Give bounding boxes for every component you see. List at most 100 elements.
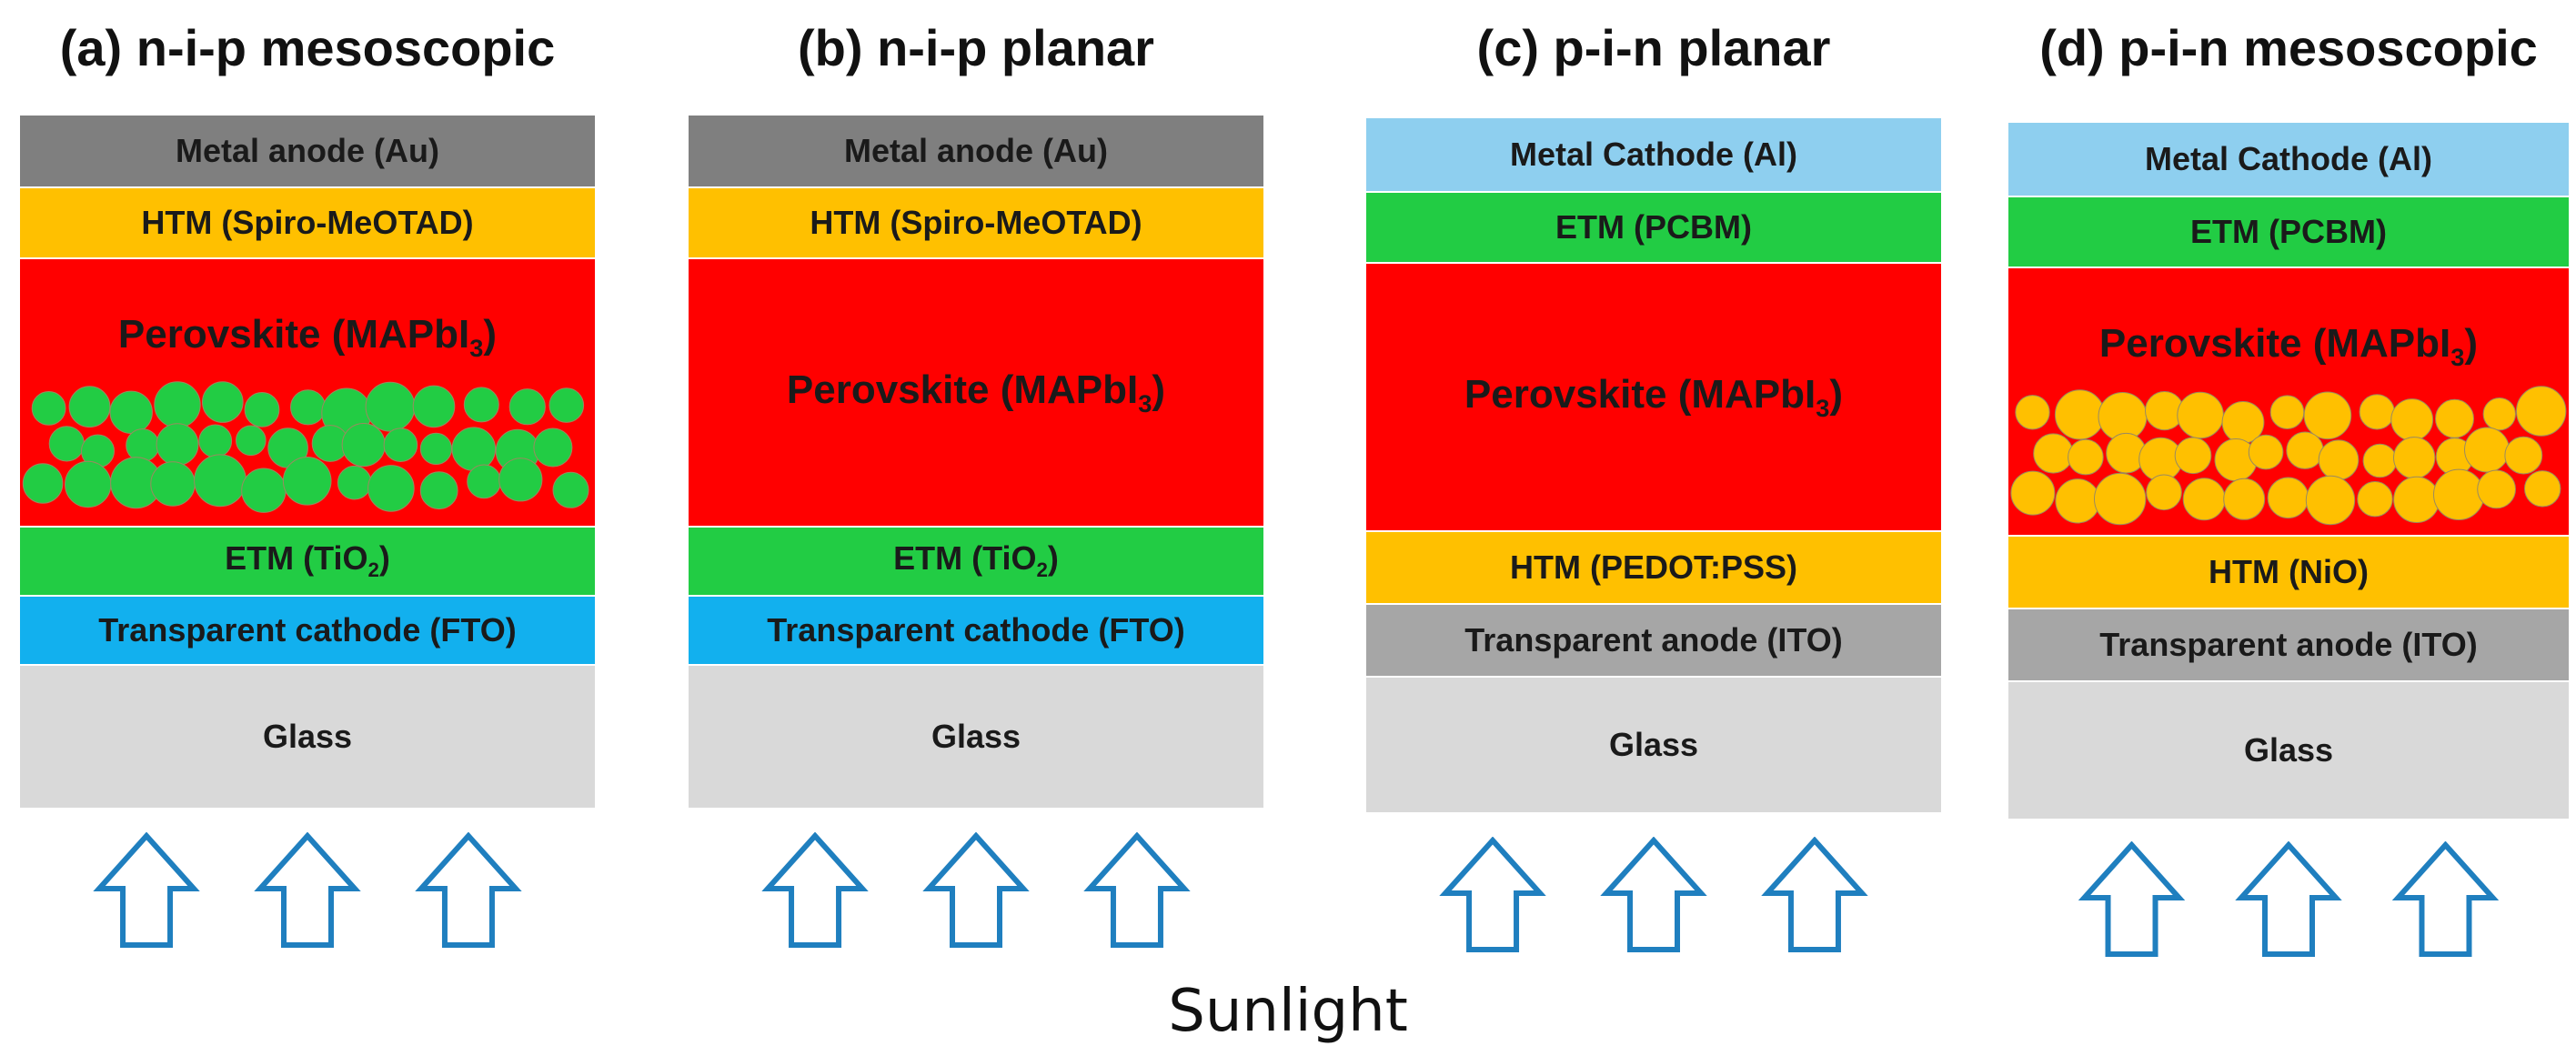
nanoparticle: [498, 458, 543, 502]
nanoparticle: [2393, 476, 2440, 523]
panel-title: (a) n-i-p mesoscopic: [59, 19, 556, 76]
etm-layer: ETM (TiO2): [20, 526, 595, 595]
sunlight-arrows: [761, 832, 1191, 948]
nanoparticle: [419, 432, 452, 466]
nanoparticle: [2393, 437, 2436, 479]
up-arrow-icon: [415, 832, 522, 948]
glass-layer: Glass: [689, 664, 1263, 808]
nanoparticle: [2524, 470, 2561, 508]
nanoparticle: [2010, 470, 2056, 516]
nanoparticle: [2068, 438, 2104, 476]
nanoparticle: [337, 465, 372, 500]
nanoparticle: [2390, 398, 2434, 441]
nanoparticle: [68, 386, 111, 428]
nanoparticle: [31, 391, 66, 426]
sunlight-arrows: [93, 832, 522, 948]
up-arrow-icon: [254, 832, 361, 948]
nanoparticle: [150, 461, 196, 507]
nanoparticle: [412, 385, 456, 428]
nanoparticle: [48, 426, 85, 462]
nanoparticle: [2015, 395, 2050, 430]
metal-anode-layer: Metal anode (Au): [689, 116, 1263, 186]
transparent-anode-layer: Transparent anode (ITO): [2008, 608, 2569, 680]
nanoparticle: [2094, 472, 2147, 526]
nanoparticle: [154, 381, 201, 428]
nanoparticle: [202, 381, 244, 423]
panel-title: (b) n-i-p planar: [798, 19, 1154, 76]
nanoparticle: [2286, 431, 2324, 469]
transparent-cathode-layer: Transparent cathode (FTO): [20, 595, 595, 664]
up-arrow-icon: [761, 832, 869, 948]
nanoparticle: [533, 427, 573, 468]
nanoparticle: [2464, 427, 2510, 473]
up-arrow-icon: [93, 832, 200, 948]
nanoparticle: [198, 424, 233, 458]
nanoparticle: [365, 381, 416, 432]
up-arrow-icon: [1761, 837, 1868, 952]
perovskite-layer: Perovskite (MAPbI3): [20, 257, 595, 526]
nanoparticle: [2269, 395, 2305, 429]
nanoparticle: [2482, 397, 2516, 431]
nanoparticle: [419, 471, 458, 510]
metal-cathode-layer: Metal Cathode (Al): [2008, 123, 2569, 196]
nanoparticle: [2357, 481, 2393, 518]
etm-layer: ETM (PCBM): [1366, 191, 1941, 262]
perovskite-layer: Perovskite (MAPbI3): [1366, 262, 1941, 530]
metal-cathode-layer: Metal Cathode (Al): [1366, 118, 1941, 191]
glass-layer: Glass: [2008, 680, 2569, 819]
nanoparticle: [2146, 474, 2182, 511]
nanoparticle: [109, 390, 153, 434]
etm-layer: ETM (TiO2): [689, 526, 1263, 595]
nanoparticle: [2174, 437, 2212, 475]
nanoparticle: [508, 388, 546, 426]
up-arrow-icon: [1600, 837, 1707, 952]
glass-layer: Glass: [20, 664, 595, 808]
nanoparticle: [451, 427, 497, 471]
nanoparticle: [290, 389, 327, 426]
nanoparticle: [383, 427, 418, 462]
transparent-anode-layer: Transparent anode (ITO): [1366, 603, 1941, 676]
nanoparticle: [467, 464, 502, 499]
up-arrow-icon: [2078, 841, 2186, 957]
htm-layer: HTM (Spiro-MeOTAD): [689, 186, 1263, 257]
nanoparticle: [236, 425, 267, 457]
nanoparticle: [244, 392, 280, 427]
panel-title: (c) p-i-n planar: [1476, 19, 1831, 76]
up-arrow-icon: [2235, 841, 2342, 957]
glass-layer: Glass: [1366, 676, 1941, 812]
nanoparticle: [548, 387, 585, 423]
nanoparticle: [2303, 391, 2352, 440]
nanoparticle: [2248, 434, 2284, 470]
perovskite-layer: Perovskite (MAPbI3): [689, 257, 1263, 526]
nanoparticle: [2362, 443, 2398, 478]
nanoparticle: [2177, 391, 2224, 439]
mesoporous-scaffold: [2010, 386, 2567, 526]
nanoparticle: [241, 468, 287, 513]
nanoparticle: [2033, 433, 2074, 474]
panel-title: (d) p-i-n mesoscopic: [2039, 19, 2538, 76]
nanoparticle: [2504, 436, 2543, 475]
nanoparticle: [2435, 398, 2474, 438]
nanoparticle: [64, 460, 112, 508]
sunlight-arrows: [2078, 841, 2500, 957]
nanoparticle: [194, 454, 247, 508]
nanoparticle: [2055, 478, 2100, 524]
nanoparticle: [367, 465, 415, 512]
nanoparticle: [2054, 389, 2106, 440]
nanoparticle: [2359, 394, 2395, 430]
nanoparticle: [2223, 478, 2266, 520]
up-arrow-icon: [2391, 841, 2500, 957]
up-arrow-icon: [922, 832, 1030, 948]
nanoparticle: [2318, 439, 2360, 480]
nanoparticle: [2516, 386, 2567, 437]
nanoparticle: [463, 387, 499, 423]
nanoparticle: [2267, 477, 2309, 519]
nanoparticle: [22, 463, 64, 504]
sunlight-arrows: [1439, 837, 1868, 952]
up-arrow-icon: [1439, 837, 1546, 952]
metal-anode-layer: Metal anode (Au): [20, 116, 595, 186]
nanoparticle: [552, 471, 589, 508]
up-arrow-icon: [1083, 832, 1191, 948]
nanoparticle: [282, 457, 332, 506]
nanoparticle: [2305, 475, 2356, 526]
